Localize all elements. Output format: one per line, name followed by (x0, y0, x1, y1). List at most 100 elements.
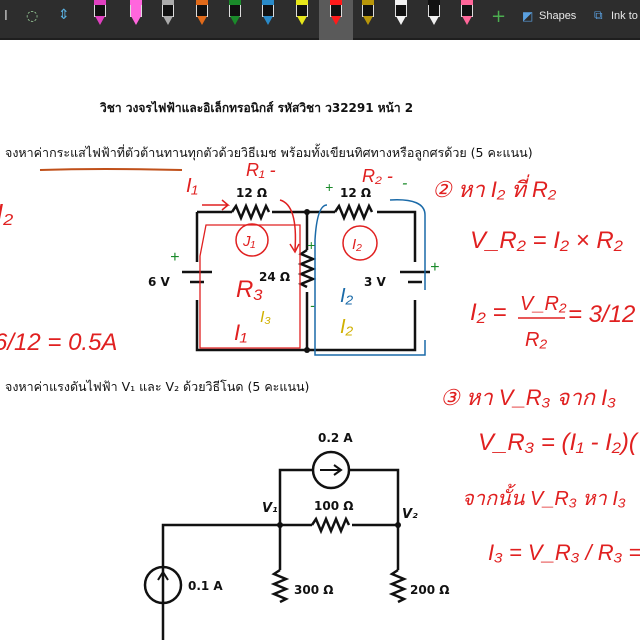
pen-7[interactable] (296, 0, 308, 26)
label-300: 300 Ω (294, 583, 333, 597)
pen-tip (462, 16, 472, 25)
ink-i2-yellow: I₂ (340, 316, 354, 338)
question-1: จงหาค่ากระแสไฟฟ้าที่ตัวต้านทานทุกตัวด้วย… (5, 143, 533, 161)
lasso-add-icon[interactable]: ◌ (26, 8, 39, 24)
ink-i1b: I₁ (234, 320, 247, 345)
label-0.1a: 0.1 A (188, 579, 223, 593)
pen-10[interactable] (395, 0, 407, 26)
pen-cap (461, 0, 473, 6)
ink-i1: I₁ (186, 175, 198, 197)
label-6v: 6 V (148, 275, 171, 289)
label-3v: 3 V (364, 275, 387, 289)
pen-cap (330, 0, 342, 6)
resistor-200 (388, 568, 408, 604)
pen-cap (296, 0, 308, 6)
ink-left-i2: I₂ (0, 198, 13, 228)
pen-cap (362, 0, 374, 6)
ink-r1: R₁ - (246, 160, 276, 180)
pen-tip (95, 16, 105, 25)
notebook-page[interactable]: วิชา วงจรไฟฟ้าและอิเล็กทรอนิกส์ รหัสวิชา… (0, 42, 640, 640)
current-source-0.1a (143, 565, 183, 605)
pen-12[interactable] (461, 0, 473, 26)
right-ink: ② หา I₂ ที่ R₂ V_R₂ = I₂ × R₂ I₂ = V_R₂ … (432, 174, 640, 565)
ink-i3: I₃ (260, 309, 271, 326)
label-200: 200 Ω (410, 583, 449, 597)
pen-3[interactable] (162, 0, 174, 26)
resistor-r1 (230, 202, 271, 222)
pen-tip (297, 16, 307, 25)
step3-heading: ③ หา V_R₃ จาก I₃ (440, 385, 616, 410)
ink-minus-2: - (310, 297, 315, 313)
insert-space-icon[interactable]: ⇕ (58, 7, 70, 23)
ink-plus-2: + (325, 179, 333, 195)
doc-header: วิชา วงจรไฟฟ้าและอิเล็กทรอนิกส์ รหัสวิชา… (100, 100, 413, 115)
battery-6v (182, 270, 212, 284)
circuit-1-ink: I₁ R₁ - R₂ - J₁ I₂ R₃ I₂ I₁ I₃ I₂ + + + … (170, 160, 439, 356)
label-r3: 24 Ω (259, 270, 290, 284)
pen-9[interactable] (362, 0, 374, 26)
label-r2: 12 Ω (340, 186, 371, 200)
label-v2: V₂ (402, 507, 418, 522)
current-source-0.2a (311, 450, 351, 490)
ink-i2-blue: I₂ (340, 285, 354, 307)
pen-6[interactable] (262, 0, 274, 26)
pen-cap (229, 0, 241, 6)
resistor-r3 (297, 248, 317, 289)
pen-tip (197, 16, 207, 25)
step2-numerator: V_R₂ (520, 293, 567, 315)
step3-eq1: V_R₃ = (I₁ - I₂)( (478, 429, 640, 456)
label-0.2a: 0.2 A (318, 431, 353, 445)
pen-tip (131, 16, 141, 25)
ink-loop1: J₁ (242, 233, 256, 250)
underline-ink (39, 168, 183, 171)
pen-5[interactable] (229, 0, 241, 26)
add-pen-icon[interactable]: + (491, 6, 507, 27)
ink-left-result: 6/12 = 0.5A (0, 329, 117, 356)
label-r1: 12 Ω (236, 186, 267, 200)
ink-r2: R₂ - (362, 166, 393, 186)
ink-to-shape-icon: ⧉ (594, 8, 603, 22)
resistor-300 (270, 568, 290, 604)
pen-1[interactable] (94, 0, 106, 26)
page-canvas: วิชา วงจรไฟฟ้าและอิเล็กทรอนิกส์ รหัสวิชา… (0, 100, 640, 640)
pen-cap (428, 0, 440, 6)
pen-cap (130, 0, 142, 6)
circuit-2 (143, 450, 408, 640)
ink-to-button[interactable]: Ink to (611, 10, 638, 22)
pen-tip (263, 16, 273, 25)
step2-denominator: R₂ (525, 329, 547, 351)
question-2: จงหาค่าแรงดันไฟฟ้า V₁ และ V₂ ด้วยวิธีโนด… (5, 379, 309, 394)
pen-tip (396, 16, 406, 25)
shapes-button[interactable]: Shapes (539, 10, 577, 22)
pen-tip (163, 16, 173, 25)
pen-cap (196, 0, 208, 6)
step2-heading: ② หา I₂ ที่ R₂ (432, 174, 557, 202)
pen-tip (363, 16, 373, 25)
pen-4[interactable] (196, 0, 208, 26)
pen-cap (162, 0, 174, 6)
circuit-1 (182, 202, 430, 352)
step3-eq3: I₃ = V_R₃ / R₃ = (488, 540, 640, 565)
step2-eq2-left: I₂ = (470, 299, 507, 326)
resistor-r2 (333, 202, 374, 222)
label-v1: V₁ (262, 501, 278, 516)
pen-cap (395, 0, 407, 6)
ink-minus-1: - (402, 175, 407, 192)
ink-plus-3: + (307, 237, 315, 253)
step2-eq2-right: = 3/12 = (568, 301, 640, 328)
ink-toolbar: I ◌ ⇕ + ◩ Shapes ⧉ Ink to (0, 0, 640, 40)
left-ink: I₂ 6/12 = 0.5A (0, 198, 117, 356)
label-100: 100 Ω (314, 499, 353, 513)
pen-11[interactable] (428, 0, 440, 26)
shapes-icon: ◩ (522, 9, 534, 23)
ink-plus-4: + (430, 259, 439, 276)
pen-tip (331, 16, 341, 25)
pen-8[interactable] (330, 0, 342, 26)
pen-cap (262, 0, 274, 6)
pen-cap (94, 0, 106, 6)
text-select-icon[interactable]: I (4, 9, 8, 24)
ink-loop2: I₂ (352, 236, 362, 253)
pen-2[interactable] (130, 0, 142, 26)
pen-tip (230, 16, 240, 25)
step2-eq1: V_R₂ = I₂ × R₂ (470, 227, 623, 254)
